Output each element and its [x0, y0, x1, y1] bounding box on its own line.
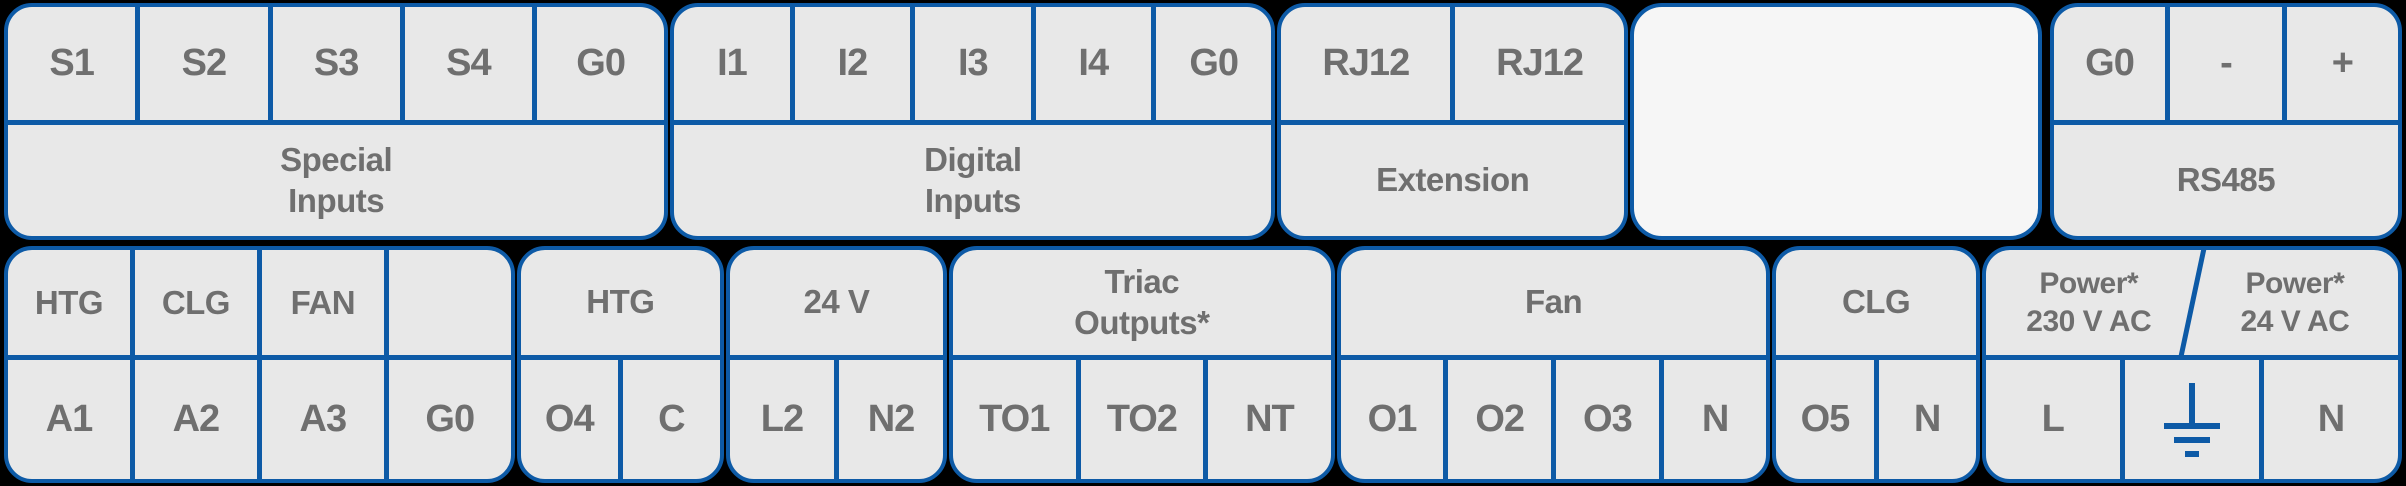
24v-terminals: L2 N2	[730, 360, 943, 479]
terminal-g0: G0	[425, 398, 475, 440]
extension-label: Extension	[1376, 161, 1530, 199]
terminal-o3: O3	[1551, 360, 1659, 479]
analog-columns: HTG A1 CLG A2 FAN A3 G0	[8, 250, 511, 479]
terminal-i4: I4	[1030, 7, 1151, 120]
htg-output-block: HTG O4 C	[516, 246, 724, 483]
terminal-o2: O2	[1443, 360, 1551, 479]
terminal-n2: N2	[833, 360, 943, 479]
terminal-g0: G0	[2085, 42, 2135, 84]
24v-block: 24 V L2 N2	[725, 246, 947, 483]
terminal-i2: I2	[789, 7, 910, 120]
terminal-n: N	[1873, 360, 1976, 479]
special-inputs-terminals: S1 S2 S3 S4 G0	[8, 7, 665, 125]
analog-label-clg: CLG	[134, 250, 257, 360]
terminal-plus: +	[2281, 7, 2398, 120]
htg-terminals: O4 C	[521, 360, 720, 479]
htg-label: HTG	[520, 250, 720, 360]
analog-outputs-block: HTG A1 CLG A2 FAN A3 G0	[4, 246, 515, 483]
power-terminals: L N	[1986, 360, 2398, 479]
clg-terminals: O5 N	[1776, 360, 1975, 479]
terminal-o4: O4	[544, 398, 595, 440]
terminal-o5: O5	[1800, 398, 1851, 440]
terminal-rj12: RJ12	[1450, 7, 1624, 120]
analog-column-htg: HTG A1	[8, 250, 130, 479]
terminal-n: N	[2258, 360, 2398, 479]
special-inputs-block: S1 S2 S3 S4 G0 Special Inputs	[4, 3, 669, 240]
digital-inputs-terminals: I1 I2 I3 I4 G0	[674, 7, 1272, 125]
top-terminal-band: S1 S2 S3 S4 G0 Special Inputs I1 I2 I3 I…	[4, 3, 2402, 240]
analog-label-blank	[388, 250, 511, 360]
bottom-terminal-band: HTG A1 CLG A2 FAN A3 G0 HTG	[4, 246, 2402, 483]
digital-inputs-label: Digital Inputs	[924, 141, 1022, 219]
triac-outputs-block: Triac Outputs* TO1 TO2 NT	[948, 246, 1335, 483]
extension-block: RJ12 RJ12 Extension	[1277, 3, 1628, 240]
digital-inputs-block: I1 I2 I3 I4 G0 Digital Inputs	[670, 3, 1276, 240]
terminal-a2: A2	[172, 398, 221, 440]
triac-outputs-label: Triac Outputs*	[952, 250, 1331, 360]
terminal-minus: -	[2165, 7, 2281, 120]
terminal-g0: G0	[1150, 7, 1271, 120]
terminal-s2: S2	[135, 7, 267, 120]
power-230vac-label: Power* 230 V AC	[2026, 267, 2152, 338]
analog-column-fan: FAN A3	[256, 250, 384, 479]
terminal-earth	[2119, 360, 2259, 479]
terminal-a3: A3	[299, 398, 348, 440]
fan-label: Fan	[1340, 250, 1767, 360]
terminal-g0: G0	[532, 7, 664, 120]
terminal-i1: I1	[717, 42, 748, 84]
rs485-label: RS485	[2176, 161, 2276, 199]
terminal-i3: I3	[910, 7, 1030, 120]
analog-label-fan: FAN	[261, 250, 384, 360]
terminal-n: N	[1658, 360, 1767, 479]
special-inputs-label: Special Inputs	[280, 141, 393, 219]
terminal-o1: O1	[1367, 398, 1418, 440]
fan-terminals: O1 O2 O3 N	[1341, 360, 1767, 479]
terminal-c: C	[617, 360, 720, 479]
rs485-block: G0 - + RS485	[2049, 3, 2402, 240]
terminal-rj12: RJ12	[1322, 42, 1410, 84]
terminal-l2: L2	[760, 398, 804, 440]
terminal-a1: A1	[45, 398, 94, 440]
terminal-l: L	[2041, 398, 2065, 440]
fan-block: Fan O1 O2 O3 N	[1336, 246, 1771, 483]
power-label-area: Power* 230 V AC Power* 24 V AC	[1985, 250, 2398, 360]
terminal-s1: S1	[49, 42, 94, 84]
terminal-to1: TO1	[979, 398, 1050, 440]
terminal-s4: S4	[399, 7, 532, 120]
analog-column-blank: G0	[383, 250, 511, 479]
24v-label: 24 V	[729, 250, 943, 360]
terminal-s3: S3	[267, 7, 400, 120]
terminal-to2: TO2	[1075, 360, 1204, 479]
triac-terminals: TO1 TO2 NT	[953, 360, 1331, 479]
clg-label: CLG	[1776, 250, 1976, 360]
analog-column-clg: CLG A2	[129, 250, 257, 479]
terminal-nt: NT	[1203, 360, 1331, 479]
extension-terminals: RJ12 RJ12	[1281, 7, 1624, 125]
earth-ground-icon	[2163, 382, 2220, 457]
power-block: Power* 230 V AC Power* 24 V AC L	[1981, 246, 2402, 483]
clg-output-block: CLG O5 N	[1772, 246, 1980, 483]
blank-display-panel	[1629, 3, 2042, 240]
analog-label-htg: HTG	[8, 250, 130, 360]
power-24vac-label: Power* 24 V AC	[2240, 267, 2350, 338]
rs485-terminals: G0 - +	[2053, 7, 2398, 125]
